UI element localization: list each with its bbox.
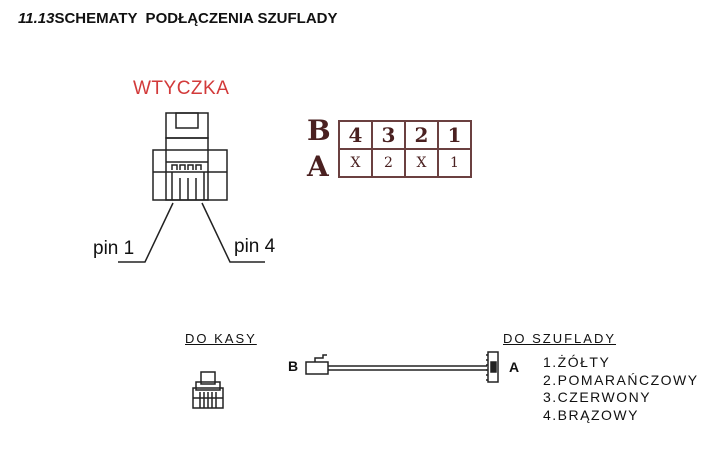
row-label-a: A <box>307 150 329 183</box>
pin-1-label: pin 1 <box>93 238 135 259</box>
pin-4-label: pin 4 <box>234 236 276 257</box>
cell-a: 2 <box>371 148 406 178</box>
cell-b: 2 <box>404 120 439 150</box>
cable-icon <box>305 351 499 383</box>
cell-a: X <box>338 148 373 178</box>
wire-item: 4.BRĄZOWY <box>543 406 639 423</box>
row-label-b: B <box>307 114 331 147</box>
pin-table: 4 3 2 1 X 2 X 1 <box>338 120 472 178</box>
cell-a: X <box>404 148 439 178</box>
wire-item: 3.CZERWONY <box>543 389 652 405</box>
to-drawer-label: DO SZUFLADY <box>503 331 617 346</box>
wire-item: 1.ŻÓŁTY <box>543 354 611 370</box>
to-register-label: DO KASY <box>185 331 257 346</box>
cell-b: 1 <box>437 120 472 150</box>
table-row-a: X 2 X 1 <box>338 148 472 178</box>
wire-item: 2.POMARAŃCZOWY <box>543 371 699 388</box>
wire-color-list: 1.ŻÓŁTY 2.POMARAŃCZOWY 3.CZERWONY 4.BRĄZ… <box>543 354 699 424</box>
cell-b: 3 <box>371 120 406 150</box>
plug-icon <box>118 112 265 263</box>
section-title-text: SCHEMATY PODŁĄCZENIA SZUFLADY <box>54 10 338 27</box>
cell-a: 1 <box>437 148 472 178</box>
end-b-label: B <box>288 358 299 374</box>
section-title: 11.13SCHEMATY PODŁĄCZENIA SZUFLADY <box>18 10 338 27</box>
end-a-label: A <box>509 359 520 375</box>
small-plug-icon <box>192 371 224 409</box>
section-number: 11.13 <box>18 10 55 27</box>
table-row-b: 4 3 2 1 <box>338 120 472 150</box>
cell-b: 4 <box>338 120 373 150</box>
plug-label: WTYCZKA <box>133 78 230 99</box>
